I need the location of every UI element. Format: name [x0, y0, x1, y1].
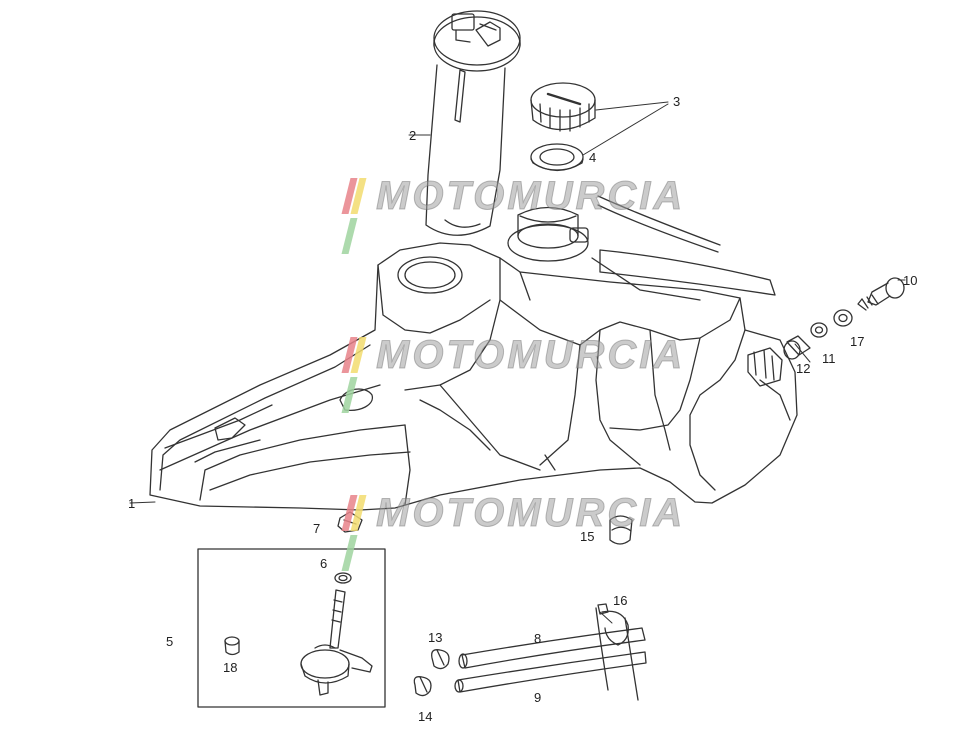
- callout-10: 10: [903, 273, 918, 288]
- filler-neck: [507, 195, 776, 301]
- callout-16: 16: [613, 593, 628, 608]
- callout-12: 12: [796, 361, 811, 376]
- callout-14: 14: [418, 709, 433, 724]
- mounting-bracket: [747, 347, 783, 387]
- callout-4: 4: [589, 150, 597, 165]
- callout-2: 2: [409, 128, 417, 143]
- callout-9: 9: [534, 690, 542, 705]
- callout-1: 1: [128, 496, 136, 511]
- watermark-text: MOTOMURCIA: [375, 333, 686, 377]
- hose-clamp-14: [413, 676, 432, 697]
- spacer: [783, 335, 811, 360]
- callout-15: 15: [580, 529, 595, 544]
- fuel-tap-assembly: [197, 548, 386, 708]
- callout-18: 18: [223, 660, 238, 675]
- fuel-cap: [530, 82, 596, 132]
- fuel-hoses: [454, 607, 647, 701]
- callout-8: 8: [534, 631, 542, 646]
- callout-6: 6: [320, 556, 328, 571]
- callout-5: 5: [166, 634, 174, 649]
- hose-clamp-16: [597, 603, 629, 646]
- callout-7: 7: [313, 521, 321, 536]
- bolt: [857, 277, 905, 311]
- watermark-stripes: [341, 337, 372, 413]
- washer-17: [833, 309, 853, 327]
- watermark-stripes: [341, 178, 372, 254]
- fuel-level-sender: [425, 10, 521, 236]
- hose-end: [609, 515, 633, 545]
- watermark-text: MOTOMURCIA: [375, 491, 686, 535]
- callout-13: 13: [428, 630, 443, 645]
- cap-gasket: [530, 143, 584, 172]
- washer-11: [810, 322, 828, 338]
- callout-3: 3: [673, 94, 681, 109]
- hose-clamp-13: [431, 649, 450, 670]
- callout-17: 17: [850, 334, 865, 349]
- watermark-stripes: [341, 495, 372, 571]
- callout-11: 11: [822, 351, 836, 366]
- watermark-text: MOTOMURCIA: [375, 174, 686, 218]
